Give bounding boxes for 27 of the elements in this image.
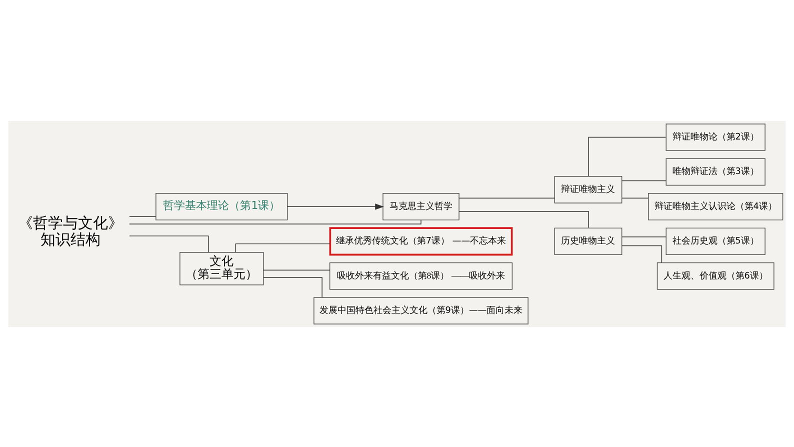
node-box: 辩证唯物主义 xyxy=(554,176,622,203)
node-box: 继承优秀传统文化（第7课） ——不忘本来 xyxy=(329,226,513,256)
connector xyxy=(622,236,666,237)
node-box: 人生观、价值观（第6课） xyxy=(656,262,774,290)
connector xyxy=(458,197,555,198)
connector xyxy=(458,210,589,228)
node-box: 历史唯物主义 xyxy=(554,227,622,254)
node-text: 《哲学与文化》 知识结构 xyxy=(18,216,123,248)
node-box: 吸收外来有益文化（第8课） ——吸收外来 xyxy=(329,262,513,290)
connector xyxy=(622,244,662,263)
node-box: 文化 （第三单元） xyxy=(180,252,264,285)
node-box: 社会历史观（第5课） xyxy=(666,227,766,254)
connector xyxy=(622,180,666,181)
node-box: 辩证唯物主义认识论（第4课） xyxy=(648,192,784,220)
node-box: 唯物辩证法（第3课） xyxy=(666,158,766,186)
connector xyxy=(588,136,666,176)
node-box: 辩证唯物论（第2课） xyxy=(666,123,766,150)
connector xyxy=(622,197,649,198)
connector xyxy=(235,242,330,252)
node-box: 发展中国特色社会主义文化（第9课）——面向未来 xyxy=(314,296,528,324)
connector xyxy=(263,276,322,298)
connector xyxy=(263,269,330,270)
connector xyxy=(129,235,209,252)
node-box: 哲学基本理论（第1课） xyxy=(156,192,288,220)
node-box: 马克思主义哲学 xyxy=(382,192,460,220)
connector xyxy=(129,219,422,224)
arrow xyxy=(287,203,384,210)
